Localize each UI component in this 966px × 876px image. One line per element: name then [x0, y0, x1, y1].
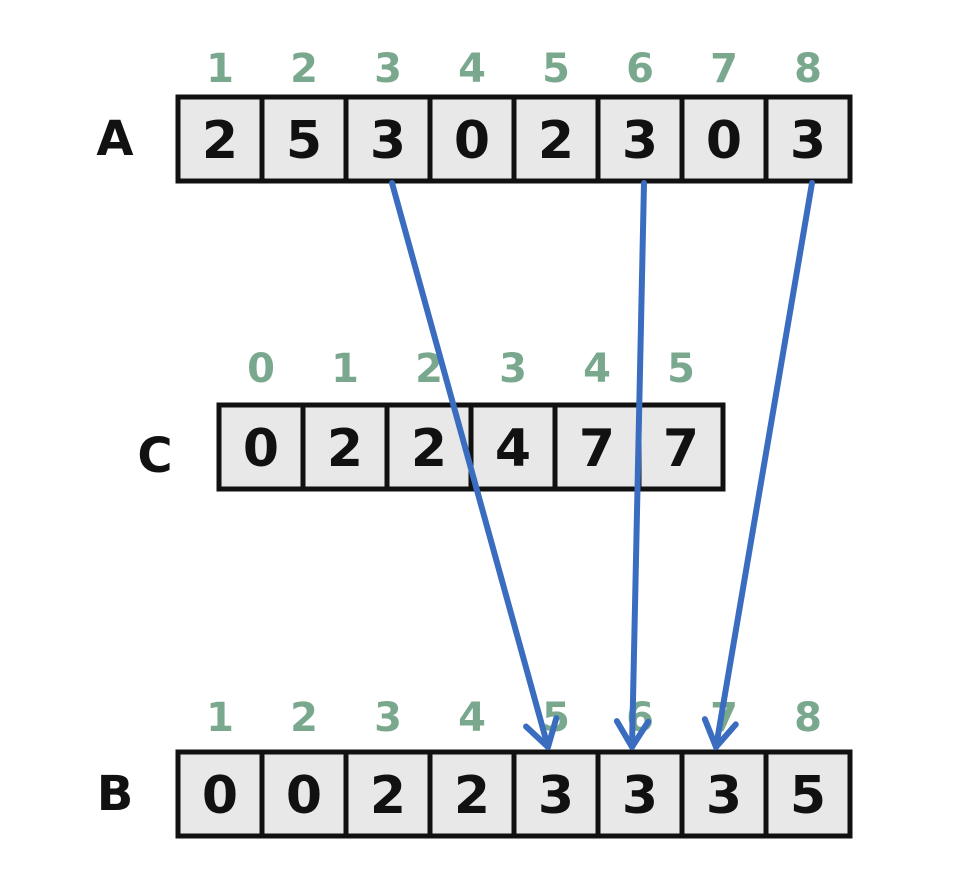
array-cell — [763, 94, 853, 184]
array-label: C — [137, 428, 172, 484]
cell-value: 3 — [706, 766, 742, 826]
cell-value: 2 — [454, 766, 490, 826]
cell-value: 2 — [538, 111, 574, 171]
index-label: 5 — [667, 346, 695, 392]
cell-value: 2 — [370, 766, 406, 826]
array-cell — [636, 402, 726, 492]
index-label: 4 — [458, 695, 486, 741]
index-label: 3 — [374, 46, 402, 92]
cell-value: 7 — [663, 419, 699, 479]
array-cell — [763, 749, 853, 839]
cell-value: 5 — [286, 111, 322, 171]
index-label: 1 — [206, 46, 234, 92]
cell-value: 3 — [790, 111, 826, 171]
array-cell — [679, 749, 769, 839]
array-cell — [511, 94, 601, 184]
index-label: 4 — [458, 46, 486, 92]
cell-value: 3 — [370, 111, 406, 171]
index-label: 4 — [583, 346, 611, 392]
cell-value: 0 — [706, 111, 742, 171]
index-label: 8 — [794, 46, 822, 92]
index-label: 5 — [542, 46, 570, 92]
array-cell — [552, 402, 642, 492]
arrow-head — [701, 716, 739, 750]
cell-value: 2 — [327, 419, 363, 479]
array-cell — [679, 94, 769, 184]
array-cell — [259, 749, 349, 839]
cell-value: 2 — [202, 111, 238, 171]
cell-value: 3 — [538, 766, 574, 826]
arrow-head — [523, 715, 560, 750]
arrow-head — [613, 718, 652, 750]
array-cell — [343, 94, 433, 184]
cell-value: 4 — [495, 419, 531, 479]
cell-value: 5 — [790, 766, 826, 826]
index-label: 1 — [206, 695, 234, 741]
index-label: 3 — [499, 346, 527, 392]
array-cell — [259, 94, 349, 184]
array-label: A — [96, 111, 133, 167]
index-label: 6 — [626, 46, 654, 92]
arrow-line — [389, 180, 551, 750]
index-label: 2 — [290, 695, 318, 741]
arrows — [389, 180, 815, 750]
index-label: 0 — [247, 346, 275, 392]
array-cell — [175, 94, 265, 184]
array-label: B — [97, 766, 134, 822]
arrow-line — [629, 180, 647, 750]
index-label: 2 — [290, 46, 318, 92]
cell-value: 0 — [286, 766, 322, 826]
array-cell — [300, 402, 390, 492]
cell-value: 3 — [622, 111, 658, 171]
index-label: 7 — [710, 46, 738, 92]
index-label: 8 — [794, 695, 822, 741]
array-cell — [427, 749, 517, 839]
array-cell — [595, 749, 685, 839]
cell-value: 7 — [579, 419, 615, 479]
array-cell — [511, 749, 601, 839]
cell-value: 2 — [411, 419, 447, 479]
cell-value: 0 — [454, 111, 490, 171]
cell-value: 3 — [622, 766, 658, 826]
index-label: 3 — [374, 695, 402, 741]
cell-value: 0 — [202, 766, 238, 826]
cell-value: 0 — [243, 419, 279, 479]
arrow-line — [713, 180, 815, 750]
index-label: 1 — [331, 346, 359, 392]
